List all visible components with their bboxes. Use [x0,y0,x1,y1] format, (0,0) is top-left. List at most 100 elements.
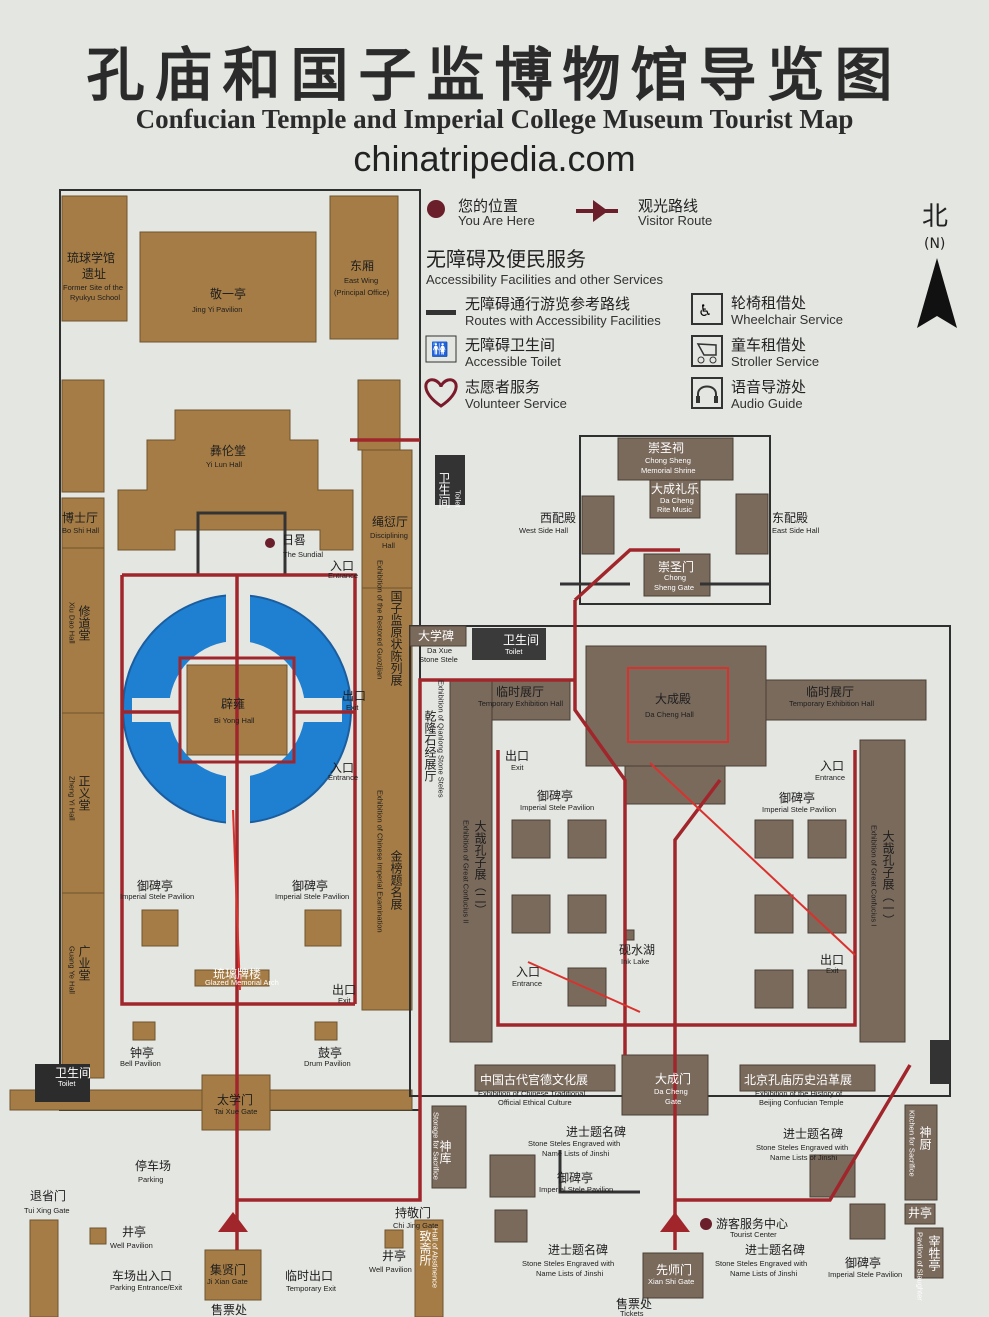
toilet-west-box [35,1064,90,1102]
svg-text:Name Lists of Jinshi: Name Lists of Jinshi [730,1269,797,1278]
north-en: (N) [924,236,945,252]
svg-text:御碑亭: 御碑亭 [292,878,328,893]
map-title-zh: 孔庙和国子监博物馆导览图 [86,41,903,109]
svg-text:Name Lists of Jinshi: Name Lists of Jinshi [770,1153,837,1162]
map-title-en: Confucian Temple and Imperial College Mu… [135,104,854,134]
svg-text:御碑亭: 御碑亭 [845,1255,881,1270]
svg-text:大成门: 大成门 [655,1071,691,1086]
svg-text:琉球学馆: 琉球学馆 [67,250,115,265]
svg-text:御碑亭: 御碑亭 [537,788,573,803]
svg-text:北京孔庙历史沿革展: 北京孔庙历史沿革展 [744,1073,852,1087]
svg-text:彝伦堂: 彝伦堂 [210,443,246,458]
legend-routes-en: Routes with Accessibility Facilities [465,313,661,328]
svg-text:Imperial Stele Pavilion: Imperial Stele Pavilion [120,892,194,901]
building-east-side [735,493,769,555]
svg-text:大成殿: 大成殿 [655,692,691,706]
svg-text:Tui Xing Gate: Tui Xing Gate [24,1206,70,1215]
svg-text:Exhibition of Great Confucius: Exhibition of Great Confucius I [870,825,879,926]
svg-text:Stone Stele: Stone Stele [419,655,458,664]
svg-text:游客服务中心: 游客服务中心 [716,1216,788,1231]
svg-text:临时展厅: 临时展厅 [496,685,544,699]
svg-text:Chong Sheng: Chong Sheng [645,456,691,465]
svg-text:Entrance: Entrance [328,773,358,782]
svg-text:西配殿: 西配殿 [540,511,576,525]
svg-text:出口: 出口 [332,983,356,997]
svg-text:Gate: Gate [665,1097,681,1106]
svg-text:出口: 出口 [505,749,529,763]
svg-text:Toilet: Toilet [58,1079,76,1088]
svg-text:Name Lists of Jinshi: Name Lists of Jinshi [536,1269,603,1278]
building-west-side [581,495,615,555]
pavilion-drum [314,1021,338,1041]
svg-text:Exit: Exit [826,966,839,975]
svg-text:持敬门: 持敬门 [395,1205,431,1220]
svg-text:进士题名碑: 进士题名碑 [783,1126,843,1141]
legend-wheelchair-en: Wheelchair Service [731,312,843,327]
building-chongsheng [617,437,734,481]
stroller-icon [691,335,723,367]
north-arrow-icon [917,258,957,328]
building-jinbang [361,587,413,1011]
svg-text:进士题名碑: 进士题名碑 [566,1124,626,1139]
legend-you-here-en: You Are Here [458,213,535,228]
svg-text:出口: 出口 [820,953,844,967]
svg-text:Ji Xian Gate: Ji Xian Gate [207,1277,248,1286]
svg-text:钟亭: 钟亭 [130,1045,154,1060]
svg-text:国子监原状陈列展: 国子监原状陈列展 [389,590,403,686]
svg-text:东厢: 东厢 [350,259,374,273]
legend-access-heading-zh: 无障碍及便民服务 [426,247,586,271]
building-zaisheng [914,1227,944,1279]
svg-text:崇圣祠: 崇圣祠 [648,441,684,455]
svg-text:East Wing: East Wing [344,276,378,285]
svg-text:卫生间: 卫生间 [55,1066,91,1080]
svg-text:♿: ♿ [698,301,712,320]
svg-text:Da Cheng: Da Cheng [654,1087,688,1096]
svg-text:Imperial Stele Pavilion: Imperial Stele Pavilion [275,892,349,901]
svg-text:博士厅: 博士厅 [62,510,98,525]
svg-text:太学门: 太学门 [217,1092,253,1107]
svg-text:Well Pavilion: Well Pavilion [369,1265,412,1274]
svg-text:Stone Steles Engraved with: Stone Steles Engraved with [522,1259,614,1268]
svg-text:致斋所: 致斋所 [418,1230,432,1266]
svg-text:Hall: Hall [382,541,395,550]
svg-text:Xiu Dao Hall: Xiu Dao Hall [68,602,77,644]
legend-toilet-zh: 无障碍卫生间 [465,336,555,354]
sundial-marker [265,538,275,548]
guozijian-area [9,189,444,1317]
svg-text:Exhibition of Chinese Imperial: Exhibition of Chinese Imperial Examinati… [376,790,385,933]
svg-text:Bi Yong Hall: Bi Yong Hall [214,716,255,725]
building-history [739,1064,876,1092]
svg-text:Exit: Exit [511,763,524,772]
north-arrow: 北 (N) [917,202,957,328]
wheelchair-icon [691,293,723,325]
legend-access-heading-en: Accessibility Facilities and other Servi… [426,272,663,287]
svg-text:入口: 入口 [516,965,540,979]
pavilion-well-l [89,1227,107,1245]
building-liuli [194,969,270,987]
svg-text:Former Site of the: Former Site of the [63,283,123,292]
legend-volunteer-zh: 志愿者服务 [465,378,540,396]
svg-text:Da Cheng: Da Cheng [660,496,694,505]
legend-route-en: Visitor Route [638,213,712,228]
building-jixian [204,1249,262,1301]
svg-text:金榜题名展: 金榜题名展 [389,849,403,910]
svg-text:The Sundial: The Sundial [283,550,323,559]
gate-arrow-jixian [218,1212,248,1232]
svg-text:Exhibition of Chinese Traditio: Exhibition of Chinese Traditional [478,1089,585,1098]
svg-text:Tourist Center: Tourist Center [730,1230,777,1239]
svg-text:Guang Ye Hall: Guang Ye Hall [68,946,77,994]
svg-text:(Principal Office): (Principal Office) [334,288,390,297]
accessible-route-icon [426,310,456,315]
building-great-conf-1 [859,739,906,1043]
svg-text:临时出口: 临时出口 [285,1269,333,1283]
svg-text:Imperial Stele Pavilion: Imperial Stele Pavilion [539,1185,613,1194]
legend-volunteer-en: Volunteer Service [465,396,567,411]
svg-text:Exit: Exit [346,703,359,712]
svg-text:Xian Shi Gate: Xian Shi Gate [648,1277,694,1286]
svg-text:宰牲亭: 宰牲亭 [927,1234,941,1271]
headphones-icon [691,377,723,409]
svg-text:井亭: 井亭 [908,1205,932,1220]
building-zhizhai [414,1219,444,1317]
labels: 琉球学馆 遗址 Former Site of the Ryukyu School… [24,250,941,1317]
north-zh: 北 [922,202,948,232]
